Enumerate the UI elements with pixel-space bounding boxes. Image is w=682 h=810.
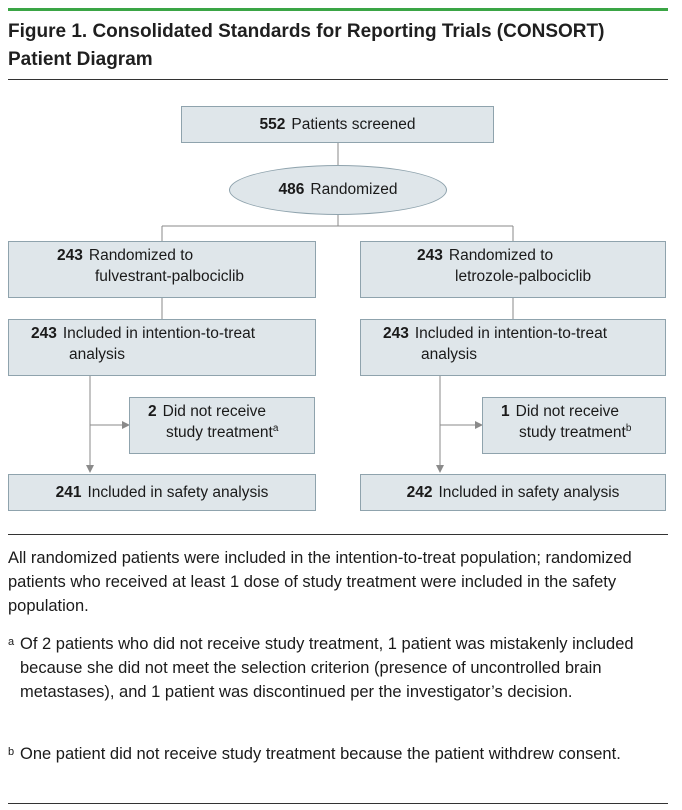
consort-diagram: 552 Patients screened 486 Randomized 243… <box>8 106 666 511</box>
randomized-ellipse: 486 Randomized <box>229 165 447 215</box>
footnote-a: a Of 2 patients who did not receive stud… <box>8 635 634 701</box>
figure-title: Figure 1. Consolidated Standards for Rep… <box>8 21 605 70</box>
right-safety-box: 242 Included in safety analysis <box>360 474 666 511</box>
accent-rule <box>8 8 668 11</box>
title-divider <box>8 79 668 80</box>
footnote-mark-b: b <box>625 422 632 434</box>
bottom-rule <box>8 803 668 804</box>
footnote-b: b One patient did not receive study trea… <box>8 745 621 763</box>
left-safety-box: 241 Included in safety analysis <box>8 474 316 511</box>
connector-lines <box>86 142 514 473</box>
footnote-mark-a: a <box>272 422 279 434</box>
diagram-divider <box>8 534 668 535</box>
screened-box: 552 Patients screened <box>181 106 494 143</box>
figure-note: All randomized patients were included in… <box>8 549 632 615</box>
